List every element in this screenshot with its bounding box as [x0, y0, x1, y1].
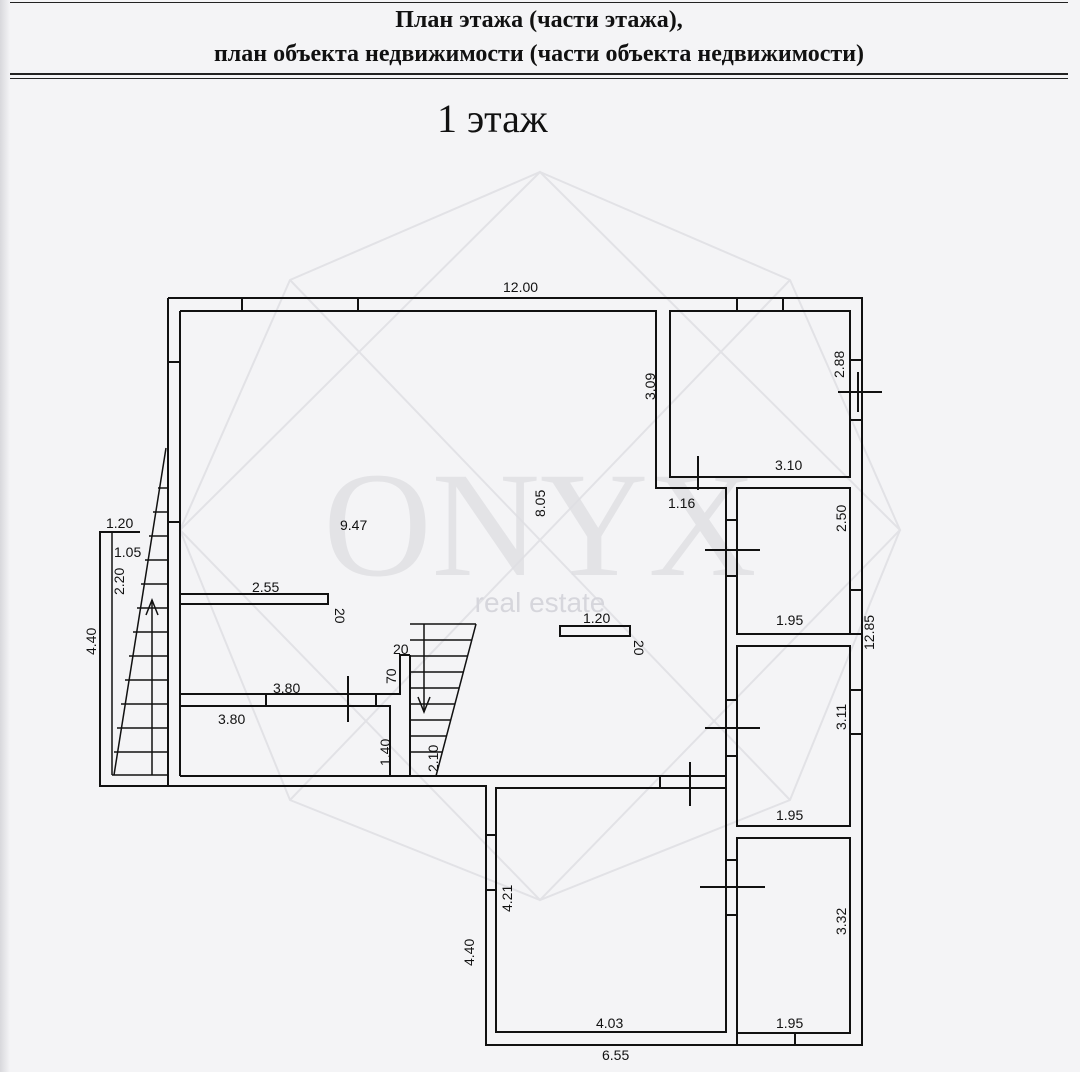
outer-wall	[99, 297, 863, 1046]
dim-1-20-part: 1.20	[583, 610, 610, 626]
stair-outline	[113, 447, 167, 776]
dim-8-05: 8.05	[532, 490, 548, 517]
dim-20-a: 20	[332, 608, 348, 624]
header-line-2: план объекта недвижимости (части объекта…	[213, 41, 865, 67]
dim-70: 70	[383, 668, 399, 684]
window	[241, 297, 359, 312]
watermark	[178, 170, 902, 902]
dim-3-80-a: 3.80	[273, 680, 300, 696]
door-frame	[725, 699, 738, 757]
watermark-line	[289, 279, 791, 801]
dim-1-16: 1.16	[668, 495, 695, 511]
window	[736, 297, 784, 312]
dim-3-10: 3.10	[775, 457, 802, 473]
stairs-middle	[410, 623, 477, 777]
dim-3-09: 3.09	[642, 373, 658, 400]
dim-4-03: 4.03	[596, 1015, 623, 1031]
dim-stair2-2-10: 2.10	[425, 745, 441, 772]
dim-1-95-a: 1.95	[776, 612, 803, 628]
window	[265, 693, 377, 707]
dim-stair2-20: 20	[393, 641, 409, 657]
document-header: План этажа (части этажа), план объекта н…	[10, 0, 1068, 80]
dim-2-50: 2.50	[833, 505, 849, 532]
window	[485, 834, 497, 891]
dim-20-b: 20	[631, 640, 647, 656]
stair-outline	[435, 623, 477, 777]
room-divider-2	[180, 705, 391, 776]
door-frame	[725, 519, 738, 577]
dim-top-width: 12.00	[503, 279, 538, 295]
dim-4-21: 4.21	[499, 885, 515, 912]
window	[849, 589, 863, 635]
window	[167, 361, 181, 523]
dim-1-20-stair: 1.20	[106, 515, 133, 531]
dim-2-55: 2.55	[252, 579, 279, 595]
dim-4-40-lower: 4.40	[461, 939, 477, 966]
dim-6-55: 6.55	[602, 1047, 629, 1063]
dim-1-95-b: 1.95	[776, 807, 803, 823]
header-top-rule	[10, 2, 1068, 3]
dim-1-95-c: 1.95	[776, 1015, 803, 1031]
dim-12-85: 12.85	[861, 615, 877, 650]
page-edge-shadow	[0, 0, 10, 1072]
dim-9-47: 9.47	[340, 517, 367, 533]
dim-4-40-left: 4.40	[83, 628, 99, 655]
dim-3-11: 3.11	[833, 704, 849, 730]
room-lower	[495, 787, 727, 1033]
partition-1-20	[559, 625, 631, 637]
window	[849, 689, 863, 735]
header-bottom-rule-thin	[10, 78, 1068, 79]
dim-1-40: 1.40	[377, 739, 393, 766]
watermark-inner-polygon	[178, 170, 902, 902]
dim-2-20: 2.20	[111, 568, 127, 595]
partition-2-55	[179, 593, 329, 605]
stair-arrow	[145, 597, 159, 616]
stairs-left	[111, 447, 168, 776]
window	[736, 1032, 796, 1046]
floor-title: 1 этаж	[437, 96, 548, 141]
watermark-brand: ONYX	[323, 442, 756, 608]
dimension-labels: 12.00 3.09 2.88 3.10 1.16 8.05 9.47 1.20…	[83, 279, 877, 1063]
header-bottom-rule	[10, 73, 1068, 75]
dim-2-88: 2.88	[831, 351, 847, 378]
door-frame	[725, 859, 738, 916]
dim-3-80-b: 3.80	[218, 711, 245, 727]
door-frame	[659, 775, 727, 789]
stair-arrow	[417, 696, 431, 715]
room-right-3	[736, 645, 851, 827]
header-line-1: План этажа (части этажа),	[395, 7, 683, 33]
dim-1-05: 1.05	[114, 544, 141, 560]
walls	[99, 297, 882, 1046]
dim-3-32: 3.32	[833, 908, 849, 935]
window	[849, 359, 863, 421]
watermark-tagline: real estate	[475, 587, 606, 618]
